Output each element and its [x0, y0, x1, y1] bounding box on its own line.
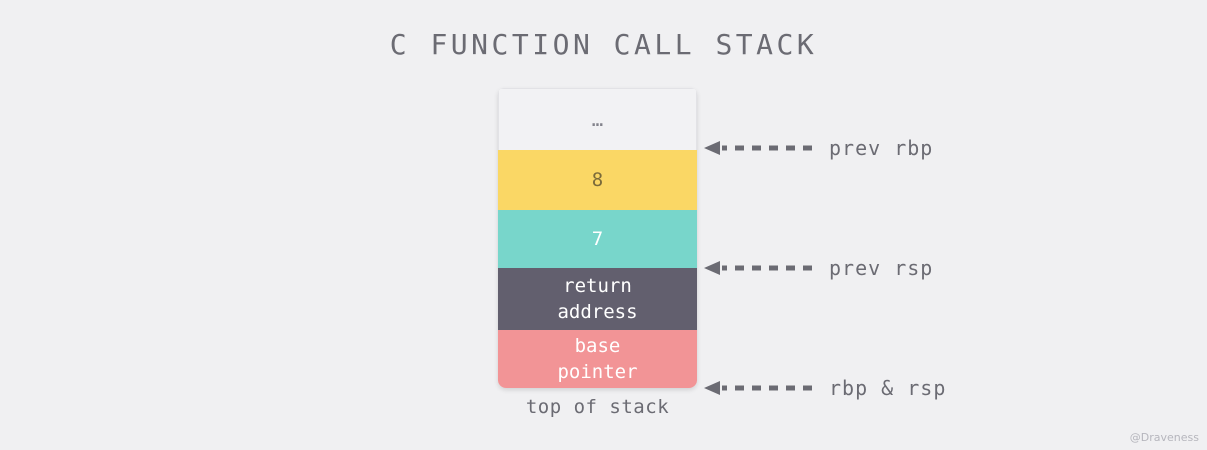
stack-cell-local-var-8: 8: [498, 150, 697, 210]
stack-cell-base-pointer-line2: pointer: [557, 361, 638, 383]
annotation-prev-rbp: prev rbp: [700, 136, 933, 160]
stack-cell-ellipsis-line1: …: [591, 108, 604, 131]
stack-cell-ellipsis: …: [498, 88, 697, 150]
watermark: @Draveness: [1129, 431, 1199, 444]
stack-cell-local-var-7: 7: [498, 210, 697, 268]
annotation-prev-rsp-label: prev rsp: [829, 256, 934, 280]
annotation-prev-rsp: prev rsp: [700, 256, 933, 280]
stack-cell-local-var-8-line1: 8: [591, 169, 604, 191]
page-title: C FUNCTION CALL STACK: [389, 28, 818, 61]
stack-cell-return-address: return address: [498, 268, 697, 330]
stack-cell-base-pointer: base pointer: [498, 330, 697, 388]
stack-cell-return-address-line2: address: [557, 301, 638, 323]
dashed-arrow-left-icon: [704, 261, 812, 275]
annotation-prev-rbp-label: prev rbp: [829, 136, 934, 160]
call-stack-diagram: … 8 7 return address base pointer: [498, 88, 697, 388]
stack-cell-return-address-line1: return: [563, 275, 632, 297]
stack-caption-top-of-stack: top of stack: [525, 396, 670, 418]
dashed-arrow-left-icon: [704, 141, 812, 155]
annotation-rbp-rsp: rbp & rsp: [700, 376, 946, 400]
dashed-arrow-left-icon: [704, 381, 812, 395]
stack-cell-local-var-7-line1: 7: [591, 228, 604, 250]
annotation-rbp-rsp-label: rbp & rsp: [829, 376, 947, 400]
stack-cell-base-pointer-line1: base: [574, 335, 621, 357]
